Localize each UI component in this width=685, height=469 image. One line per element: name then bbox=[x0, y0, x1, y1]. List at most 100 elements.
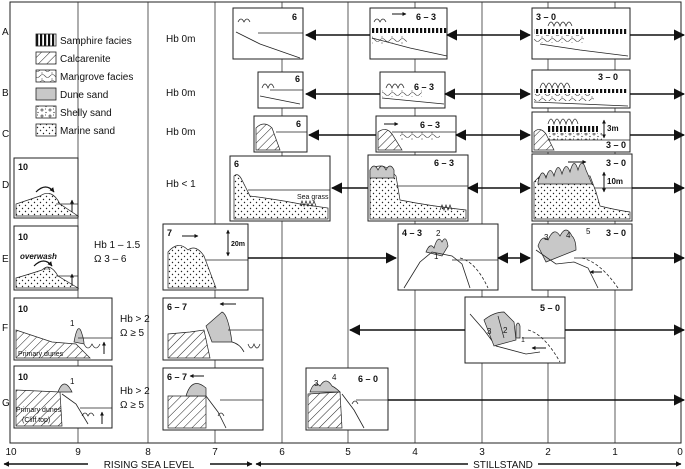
cliff-top-label: (Cliff top) bbox=[22, 417, 50, 424]
legend-label: Mangrove facies bbox=[60, 72, 133, 83]
panel-label: 6 – 0 bbox=[358, 374, 378, 384]
panel-d-3-0: 10m 3 – 0 bbox=[531, 153, 633, 222]
row-label-b: B bbox=[2, 88, 9, 99]
dune-number: 1 bbox=[521, 337, 525, 344]
panel-label: 5 – 0 bbox=[540, 303, 560, 313]
row-label-g: G bbox=[2, 398, 10, 409]
axis-tick-label: 0 bbox=[677, 447, 683, 458]
panel-label: 4 – 3 bbox=[402, 228, 422, 238]
omega-label-e: Ω 3 – 6 bbox=[94, 254, 127, 265]
panel-c-6: 6 bbox=[253, 115, 308, 153]
legend-swatch-dune bbox=[35, 87, 57, 101]
panel-label: 6 – 3 bbox=[434, 158, 454, 168]
row-g-panels: 10 1 Primary dunes (Cliff top) 6 – 7 3 4… bbox=[13, 365, 389, 431]
panel-label: 6 – 3 bbox=[416, 12, 436, 22]
panel-label: 6 – 3 bbox=[414, 82, 434, 92]
legend-label: Dune sand bbox=[60, 90, 108, 101]
hb-label-b: Hb 0m bbox=[166, 88, 195, 99]
row-b-panels: 6 6 – 3 3 – 0 bbox=[257, 69, 631, 109]
panel-g-6-7: 6 – 7 bbox=[162, 367, 264, 431]
hb-label-g: Hb > 2 bbox=[120, 386, 150, 397]
panel-label: 6 bbox=[234, 159, 239, 169]
omega-label-g: Ω ≥ 5 bbox=[120, 400, 145, 411]
panel-label: 10 bbox=[18, 232, 28, 242]
panel-g-10: 10 1 Primary dunes (Cliff top) bbox=[13, 365, 113, 429]
panel-e-3-0: 3 4 5 3 – 0 bbox=[531, 223, 633, 291]
panel-label: 10 bbox=[18, 304, 28, 314]
row-label-c: C bbox=[2, 129, 9, 140]
panel-label: 3 – 0 bbox=[606, 228, 626, 238]
scale-label: 10m bbox=[607, 177, 623, 186]
axis-tick-label: 9 bbox=[75, 447, 81, 458]
hb-label-f: Hb > 2 bbox=[120, 314, 150, 325]
frame bbox=[9, 1, 682, 444]
panel-label: 6 – 7 bbox=[167, 302, 187, 312]
legend-label: Calcarenite bbox=[60, 54, 111, 65]
panel-c-6-3: 6 – 3 bbox=[375, 115, 457, 153]
hb-label-c: Hb 0m bbox=[166, 127, 195, 138]
axis-tick-label: 10 bbox=[5, 447, 17, 458]
axis-tick-label: 4 bbox=[412, 447, 418, 458]
axis-tick-label: 3 bbox=[479, 447, 485, 458]
dune-number: 3 bbox=[544, 233, 549, 242]
row-f-panels: 10 1 Primary dunes 6 – 7 3 2 1 5 bbox=[13, 296, 566, 364]
time-arrows bbox=[248, 29, 685, 406]
dune-number: 4 bbox=[332, 373, 337, 382]
row-label-e: E bbox=[2, 254, 9, 265]
legend-label: Marine sand bbox=[60, 126, 115, 137]
primary-dunes-label: Primary dunes bbox=[16, 407, 62, 414]
dune-number: 2 bbox=[436, 229, 441, 238]
legend-swatch-marine bbox=[35, 123, 57, 137]
panel-f-10: 10 1 Primary dunes bbox=[13, 297, 113, 361]
panel-label: 10 bbox=[18, 162, 28, 172]
axis-tick-label: 1 bbox=[612, 447, 618, 458]
row-label-f: F bbox=[2, 323, 8, 334]
overwash-label: overwash bbox=[20, 252, 57, 261]
panel-a-6: 6 bbox=[232, 7, 304, 60]
panel-label: 6 – 7 bbox=[167, 372, 187, 382]
panel-f-5-0: 3 2 1 5 – 0 bbox=[464, 296, 566, 364]
stillstand-label: STILLSTAND bbox=[473, 460, 533, 469]
dune-number: 1 bbox=[70, 319, 75, 328]
dune-number: 1 bbox=[70, 377, 75, 386]
legend-swatch-samphire bbox=[35, 33, 57, 47]
panel-label: 6 bbox=[292, 12, 297, 22]
panel-a-6-3: 6 – 3 bbox=[369, 7, 448, 60]
panel-label: 6 bbox=[296, 119, 301, 129]
axis-tick-label: 8 bbox=[145, 447, 151, 458]
axis-tick-label: 7 bbox=[212, 447, 218, 458]
panel-d-6: 6 Sea grass bbox=[229, 155, 331, 222]
dune-number: 1 bbox=[434, 252, 439, 261]
row-a-panels: 6 6 – 3 3 – 0 bbox=[232, 7, 631, 60]
panel-e-4-3: 4 – 3 2 1 bbox=[397, 223, 499, 291]
scale-label: 3m bbox=[607, 124, 619, 133]
panel-d-10: 10 bbox=[13, 157, 80, 219]
panel-label: 3 – 0 bbox=[606, 158, 626, 168]
panel-label: 3 – 0 bbox=[536, 12, 556, 22]
sea-grass-label: Sea grass bbox=[297, 194, 329, 201]
dune-number: 3 bbox=[314, 379, 319, 388]
legend-swatch-shelly bbox=[35, 105, 57, 119]
row-d-panels: 10 6 Sea grass 6 – 3 10m 3 – 0 bbox=[13, 153, 633, 222]
row-label-a: A bbox=[2, 27, 9, 38]
scale-label: 20m bbox=[231, 241, 245, 248]
panel-e-10: 10 overwash bbox=[13, 225, 80, 291]
panel-f-6-7: 6 – 7 bbox=[162, 297, 264, 361]
axis-tick-label: 5 bbox=[345, 447, 351, 458]
dune-number: 4 bbox=[566, 231, 571, 240]
panel-label: 6 bbox=[295, 74, 300, 84]
legend: Samphire facies Calcarenite Mangrove fac… bbox=[35, 33, 133, 137]
panel-c-3-0: 3m 3 – 0 bbox=[531, 111, 631, 153]
hb-label-d: Hb < 1 bbox=[166, 179, 196, 190]
panel-label: 6 – 3 bbox=[420, 120, 440, 130]
panel-g-6-0: 3 4 6 – 0 bbox=[305, 367, 389, 431]
legend-swatch-calcarenite bbox=[35, 51, 57, 65]
panel-label: 7 bbox=[167, 228, 172, 238]
omega-label-f: Ω ≥ 5 bbox=[120, 328, 145, 339]
legend-label: Shelly sand bbox=[60, 108, 112, 119]
hb-label-a: Hb 0m bbox=[166, 34, 195, 45]
row-e-panels: 10 overwash 20m 7 4 – 3 2 1 bbox=[13, 223, 633, 291]
row-c-panels: 6 6 – 3 3m 3 – 0 bbox=[253, 111, 631, 153]
hb-label-e: Hb 1 – 1.5 bbox=[94, 240, 141, 251]
